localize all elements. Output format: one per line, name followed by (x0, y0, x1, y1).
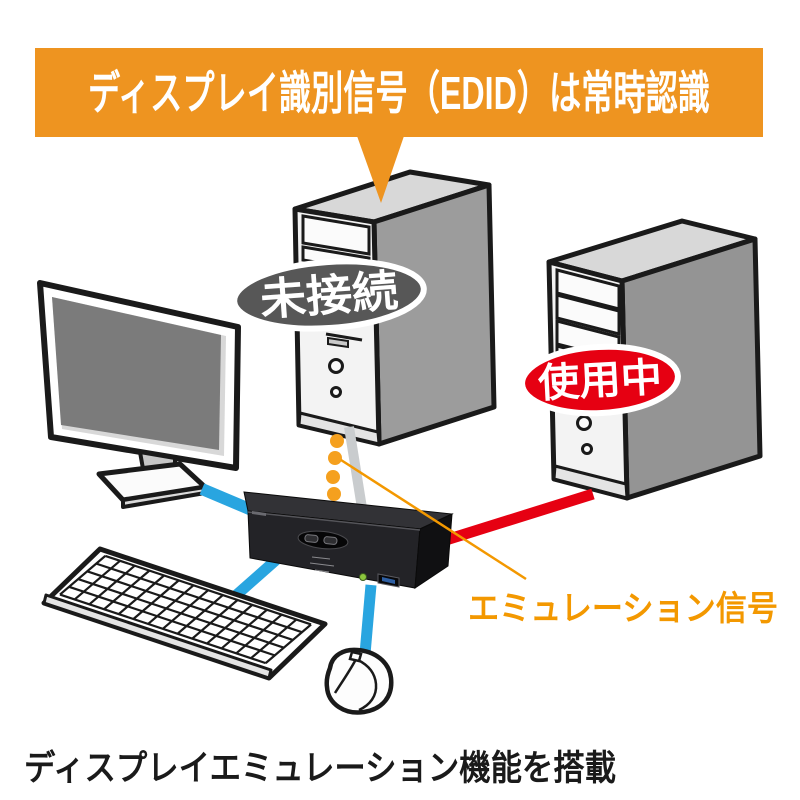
keyboard (41, 546, 328, 681)
mouse-button-split (333, 658, 378, 712)
kvm-front-edge-highlight (247, 511, 421, 531)
in-use-label: 使用中 (537, 356, 663, 406)
banner: ディスプレイ識別信号（EDID）は常時認識 (35, 48, 763, 203)
unconnected-label: 未接続 (259, 267, 400, 326)
banner-pointer (357, 136, 404, 203)
cable-in-use-pc (428, 488, 595, 551)
kvm-right-face (414, 513, 453, 589)
emulation-dot (327, 487, 341, 501)
emulation-signal-dots (326, 434, 344, 501)
tower-foot-bevel (552, 464, 629, 500)
floppy-slot (325, 332, 363, 342)
banner-title: ディスプレイ識別信号（EDID）は常時認識 (88, 67, 710, 119)
drive-bay (555, 268, 621, 311)
cable-monitor (199, 483, 257, 517)
unconnected-oval (231, 258, 427, 332)
keyboard-keys-grid (60, 556, 311, 663)
kvm-power-led (359, 573, 367, 581)
drive-bay (301, 214, 371, 256)
tower-foot-bevel (297, 411, 381, 446)
kvm-select-button-1 (304, 534, 319, 543)
in-use-oval (519, 343, 681, 417)
kvm-switch (243, 491, 454, 589)
kvm-select-button-2 (323, 536, 338, 545)
cable-mouse (359, 584, 377, 655)
eject-button (327, 336, 349, 349)
kvm-logo (252, 511, 266, 516)
reset-button (330, 386, 342, 398)
emulation-dot (328, 451, 342, 465)
status-label-unconnected: 未接続 (231, 258, 427, 332)
power-button (328, 358, 344, 374)
emulation-signal-leader-line (340, 458, 527, 581)
emulation-dot (326, 470, 340, 484)
keyboard-side-edge (42, 593, 273, 680)
cable-keyboard (229, 555, 280, 603)
power-button (576, 415, 592, 431)
bottom-caption: ディスプレイエミュレーション機能を搭載 (24, 748, 616, 788)
drive-bay (555, 293, 621, 336)
status-label-in-use: 使用中 (519, 343, 681, 417)
cable-unconnected-pc (344, 426, 367, 509)
kvm-usb-tongue (382, 577, 395, 584)
monitor-screen (52, 297, 221, 450)
banner-background (35, 48, 763, 137)
kvm-front-label-marks (309, 556, 335, 573)
monitor (37, 280, 241, 509)
emulation-dot (330, 434, 344, 448)
mouse-body (324, 647, 394, 715)
emulation-signal-label: エミュレーション信号 (468, 590, 778, 628)
reset-button (581, 443, 593, 455)
mouse (324, 647, 394, 715)
